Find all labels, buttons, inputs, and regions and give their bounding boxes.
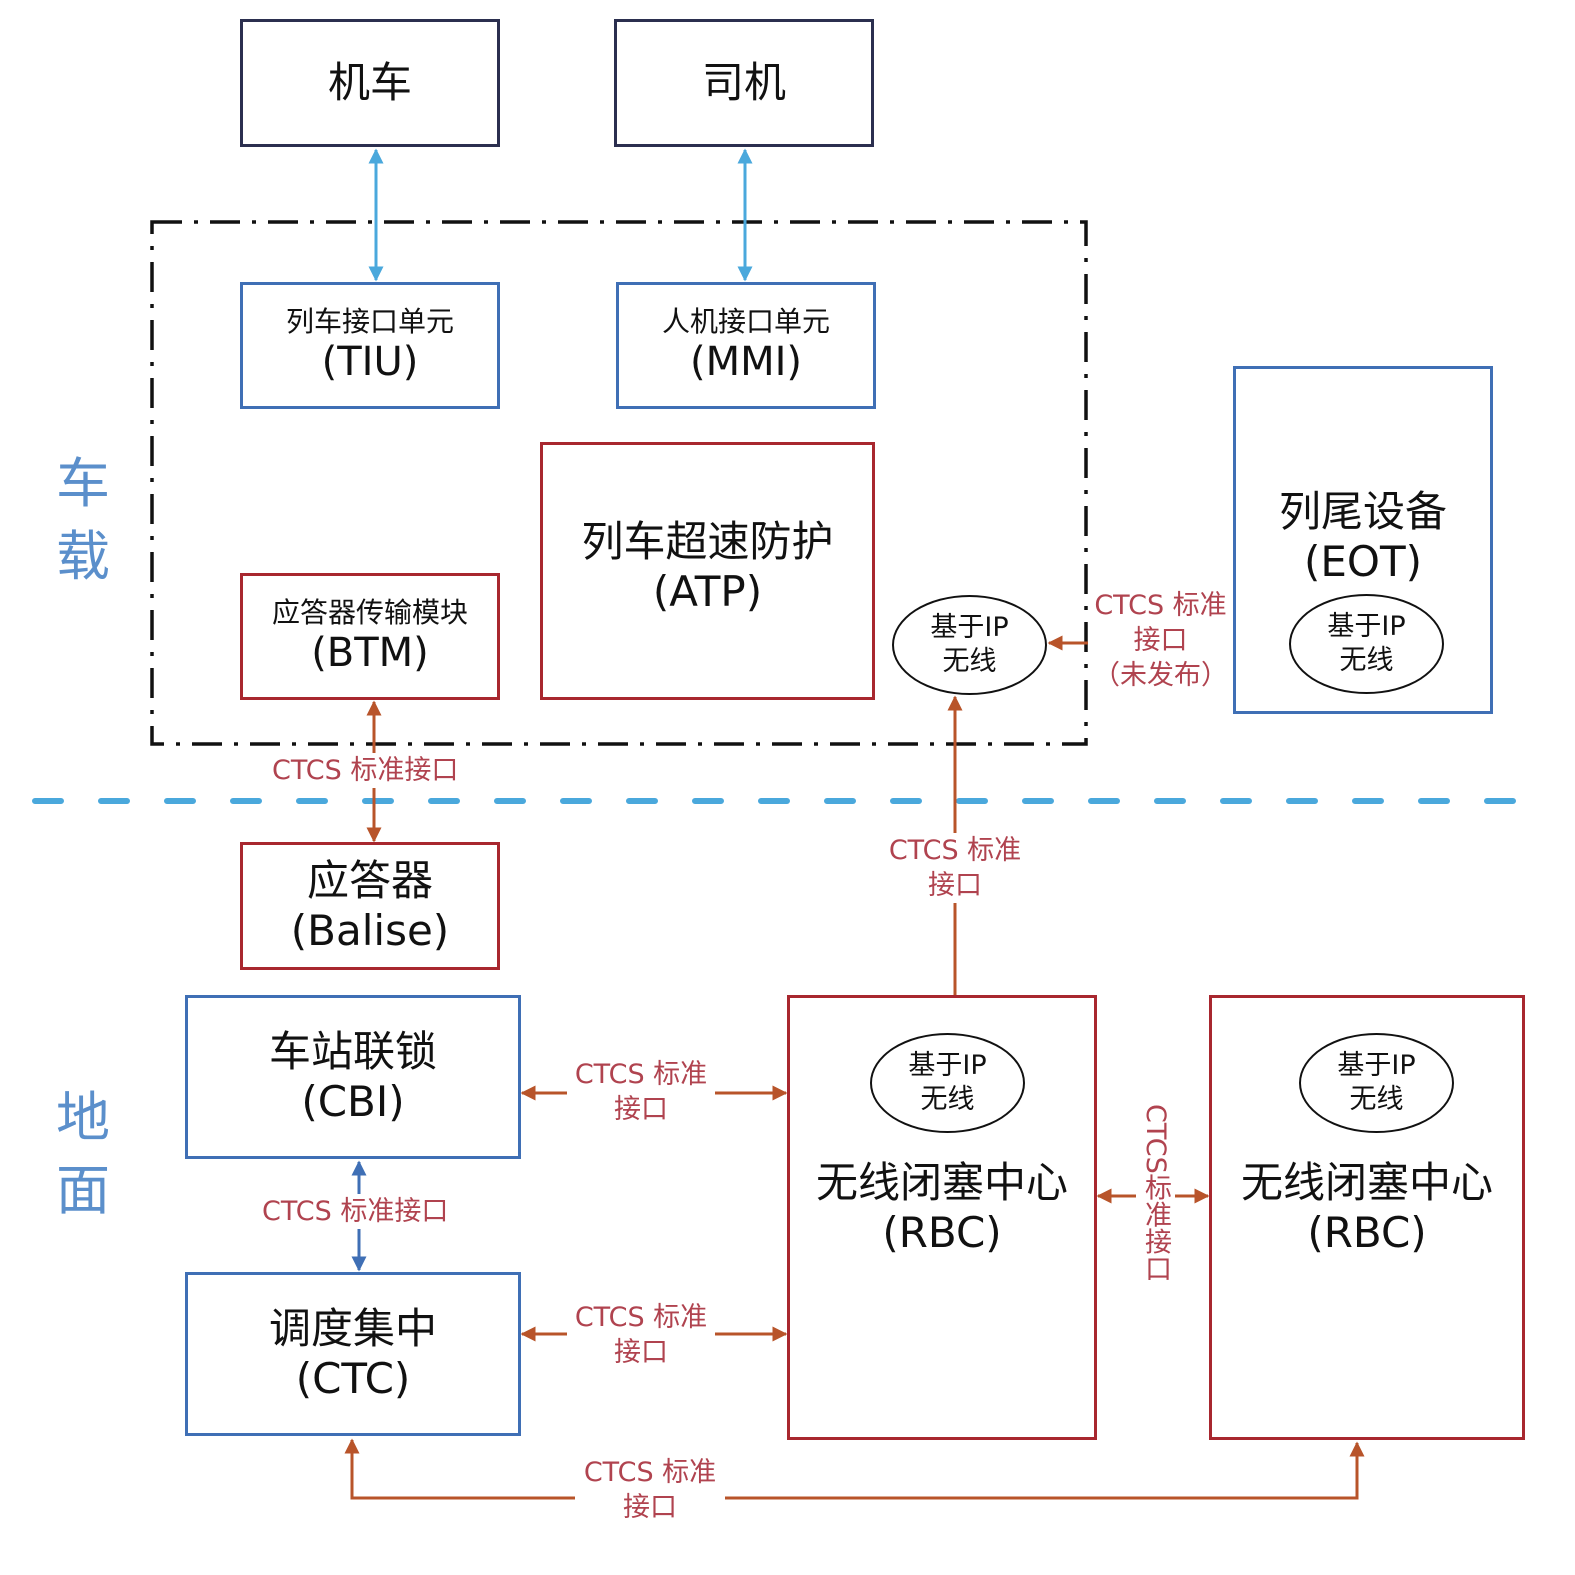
ctc-abbr: (CTC) xyxy=(295,1354,411,1403)
label-atp-eot: CTCS 标准 接口 （未发布） xyxy=(1088,588,1233,694)
region-onboard-char-1: 车 xyxy=(56,452,110,515)
rbc2-radio-ellipse[interactable]: 基于IP 无线 xyxy=(1299,1033,1454,1133)
cbi-abbr: (CBI) xyxy=(301,1077,405,1126)
atp-name: 列车超速防护 xyxy=(581,517,834,566)
eot-radio-line2: 无线 xyxy=(1339,645,1394,676)
region-label-onboard: 车 载 xyxy=(48,448,118,594)
onboard-boundary xyxy=(150,220,1088,746)
atp-radio-line2: 无线 xyxy=(942,646,997,677)
locomotive-box[interactable]: 机车 xyxy=(240,19,500,147)
cbi-box[interactable]: 车站联锁 (CBI) xyxy=(185,995,521,1159)
label-ctc-rbc2: CTCS 标准 接口 xyxy=(575,1455,725,1526)
rbc1-abbr: (RBC) xyxy=(882,1208,1002,1258)
label-btm-balise: CTCS 标准接口 xyxy=(272,753,459,789)
rbc1-radio-ellipse[interactable]: 基于IP 无线 xyxy=(870,1033,1025,1133)
locomotive-label: 机车 xyxy=(327,57,412,107)
eot-radio-line1: 基于IP xyxy=(1327,611,1406,643)
mmi-box[interactable]: 人机接口单元 (MMI) xyxy=(616,282,876,409)
label-btm-balise-text: CTCS 标准接口 xyxy=(272,755,459,786)
eot-name: 列尾设备 xyxy=(1278,487,1447,536)
mmi-name: 人机接口单元 xyxy=(661,304,830,338)
rbc2-radio-line1: 基于IP xyxy=(1337,1050,1416,1082)
label-cbi-ctc-text: CTCS 标准接口 xyxy=(262,1196,449,1227)
mmi-abbr: (MMI) xyxy=(689,339,803,386)
label-cbi-ctc: CTCS 标准接口 xyxy=(262,1194,449,1230)
atp-radio-line1: 基于IP xyxy=(930,612,1009,644)
rbc1-name: 无线闭塞中心 xyxy=(815,1158,1068,1207)
balise-box[interactable]: 应答器 (Balise) xyxy=(240,842,500,970)
eot-abbr: (EOT) xyxy=(1303,537,1423,587)
label-ctc-rbc2-line1: CTCS 标准 xyxy=(583,1457,717,1488)
rbc2-name: 无线闭塞中心 xyxy=(1240,1158,1493,1207)
label-atp-rbc-line2: 接口 xyxy=(928,870,982,902)
eot-radio-ellipse[interactable]: 基于IP 无线 xyxy=(1289,594,1444,694)
rbc2-radio-line2: 无线 xyxy=(1349,1084,1404,1115)
region-ground-char-2: 面 xyxy=(56,1158,110,1222)
driver-label: 司机 xyxy=(701,57,786,107)
atp-radio-ellipse[interactable]: 基于IP 无线 xyxy=(892,595,1047,695)
label-ctc-rbc2-line2: 接口 xyxy=(623,1492,677,1524)
ctc-name: 调度集中 xyxy=(268,1303,437,1353)
label-cbi-rbc-line2: 接口 xyxy=(614,1094,668,1126)
label-atp-eot-line1: CTCS 标准 xyxy=(1094,590,1227,621)
label-ctc-rbc-line1: CTCS 标准 xyxy=(574,1302,708,1333)
rbc1-radio-line2: 无线 xyxy=(920,1084,975,1115)
atp-abbr: (ATP) xyxy=(652,567,763,617)
label-rbc-rbc: CTCS标准接口 xyxy=(1136,1102,1175,1284)
region-ground-char-1: 地 xyxy=(56,1086,110,1149)
tiu-name: 列车接口单元 xyxy=(285,304,454,338)
btm-abbr: (BTM) xyxy=(311,630,429,677)
label-atp-eot-line3: （未发布） xyxy=(1093,660,1228,692)
label-cbi-rbc-line1: CTCS 标准 xyxy=(574,1059,708,1090)
label-atp-rbc: CTCS 标准 接口 xyxy=(880,833,1030,904)
rbc1-radio-line1: 基于IP xyxy=(908,1050,987,1082)
label-atp-eot-line2: 接口 xyxy=(1133,625,1188,657)
ctc-box[interactable]: 调度集中 (CTC) xyxy=(185,1272,521,1436)
label-ctc-rbc: CTCS 标准 接口 xyxy=(567,1300,715,1371)
label-ctc-rbc-line2: 接口 xyxy=(614,1337,668,1369)
balise-abbr: (Balise) xyxy=(290,906,450,955)
link-ctc-rbc2 xyxy=(344,1438,1365,1500)
tiu-abbr: (TIU) xyxy=(321,339,419,386)
balise-name: 应答器 xyxy=(306,855,433,905)
btm-name: 应答器传输模块 xyxy=(271,595,468,629)
btm-box[interactable]: 应答器传输模块 (BTM) xyxy=(240,573,500,700)
region-onboard-char-2: 载 xyxy=(56,524,110,588)
label-atp-rbc-line1: CTCS 标准 xyxy=(888,835,1022,866)
label-rbc-rbc-text: CTCS标准接口 xyxy=(1140,1104,1171,1282)
region-label-ground: 地 面 xyxy=(48,1082,118,1228)
cbi-name: 车站联锁 xyxy=(268,1026,437,1076)
atp-box[interactable]: 列车超速防护 (ATP) xyxy=(540,442,875,700)
driver-box[interactable]: 司机 xyxy=(614,19,874,147)
label-cbi-rbc: CTCS 标准 接口 xyxy=(567,1057,715,1128)
rbc2-abbr: (RBC) xyxy=(1307,1208,1427,1258)
tiu-box[interactable]: 列车接口单元 (TIU) xyxy=(240,282,500,409)
